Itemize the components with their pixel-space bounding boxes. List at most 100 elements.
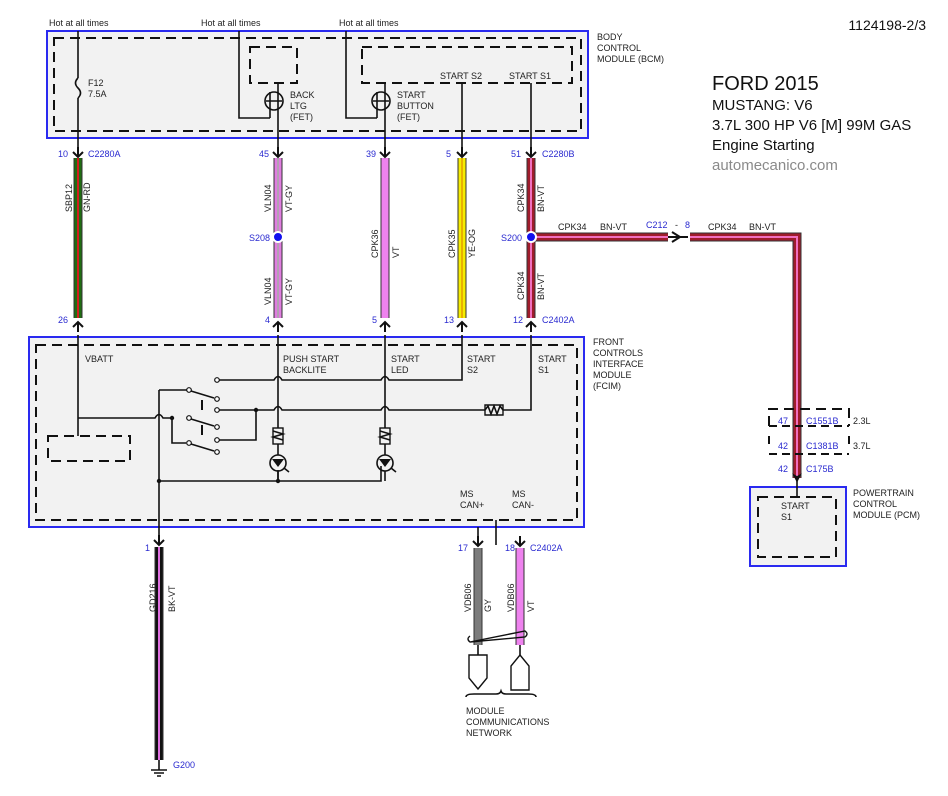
start-led-diode: [379, 459, 391, 467]
connector-arrow-top-w2: [272, 147, 284, 159]
splice-s200-label: S200: [501, 233, 522, 243]
pin-c175b: 42: [778, 464, 788, 474]
hot-label-3: Hot at all times: [339, 18, 399, 28]
start-fet-line1: START: [397, 90, 426, 100]
connector-arrow-top-w3: [379, 147, 391, 159]
pin-w1-bottom: 26: [58, 315, 68, 325]
network-leads: [477, 645, 521, 655]
connector-c2280b: C2280B: [542, 149, 575, 159]
connector-c2280a: C2280A: [88, 149, 121, 159]
pcm-module[interactable]: [749, 486, 847, 567]
back-fet-line3: (FET): [290, 112, 313, 122]
circuit-w3: CPK36: [370, 229, 380, 258]
fcim-start-s1-2: S1: [538, 365, 549, 375]
network-connector-minus-icon: [510, 653, 530, 691]
connector-c175b: C175B: [806, 464, 834, 474]
pcm-pin-line2: S1: [781, 512, 792, 522]
fcim-inner-box: [47, 435, 131, 462]
splice-s208-label: S208: [249, 233, 270, 243]
fcim-name-line1: FRONT: [593, 337, 624, 347]
pin-w3-bottom: 5: [372, 315, 377, 325]
bcm-name-line1: BODY: [597, 32, 623, 42]
pin-c1381b: 42: [778, 441, 788, 451]
fcim-ms-can-minus-1: MS: [512, 489, 526, 499]
colorcode-w1: GN-RD: [82, 182, 92, 212]
fcim-dashed-boundary: [35, 344, 578, 521]
back-fet-line2: LTG: [290, 101, 307, 111]
start-fet-icon: [371, 91, 391, 111]
start-fet-line2: BUTTON: [397, 101, 434, 111]
connector-c2402a-top: C2402A: [542, 315, 575, 325]
pin-w4-top: 5: [446, 149, 451, 159]
fcim-start-led-2: LED: [391, 365, 409, 375]
start-fet-feed-wire: [345, 31, 377, 119]
back-fet-line1: BACK: [290, 90, 315, 100]
circuit-w2-lower: VLN04: [263, 277, 273, 305]
hrun-colorcode-2: BN-VT: [749, 222, 777, 232]
fcim-ms-can-plus-2: CAN+: [460, 500, 484, 510]
bcm-name-line3: MODULE (BCM): [597, 54, 664, 64]
junction-dot: [253, 407, 259, 413]
pin-w2-top: 45: [259, 149, 269, 159]
fcim-module[interactable]: [28, 336, 585, 528]
colorcode-w7: GY: [483, 599, 493, 612]
hrun-circuit-2: CPK34: [708, 222, 737, 232]
ground-bus-wire: [158, 389, 188, 540]
network-label-2: COMMUNICATIONS: [466, 717, 549, 727]
circuit-w1: SBP12: [64, 184, 74, 212]
connector-arrow-bottom-w5: [525, 320, 537, 332]
back-fet-icon: [264, 91, 284, 111]
fcim-push-start-2: BACKLITE: [283, 365, 327, 375]
c1381b-box: [768, 425, 850, 455]
network-brace-icon: [465, 688, 537, 698]
c1551b-box: [768, 408, 850, 426]
pin-w5-bottom: 12: [513, 315, 523, 325]
ground-junction-dot: [156, 478, 162, 484]
bcm-module[interactable]: [46, 30, 589, 139]
circuit-w4: CPK35: [447, 229, 457, 258]
s1-resistor-zigzag: [484, 403, 504, 417]
bcm-start-s1-label: START S1: [509, 71, 551, 81]
colorcode-w6: BK-VT: [167, 585, 177, 612]
doc-model: MUSTANG: V6: [712, 97, 813, 114]
circuit-w2-upper: VLN04: [263, 184, 273, 212]
switch-bridge-wire: [219, 410, 257, 441]
fcim-ms-can-plus-1: MS: [460, 489, 474, 499]
fcim-vbatt: VBATT: [85, 354, 114, 364]
bcm-fet-back-box: [249, 46, 298, 84]
back-fet-feed-wire: [238, 31, 270, 119]
circuit-w7: VDB06: [463, 583, 473, 612]
fcim-name-line5: (FCIM): [593, 381, 621, 391]
vbatt-wire: [77, 335, 186, 444]
circuit-w6: GD216: [148, 583, 158, 612]
hot-label-1: Hot at all times: [49, 18, 109, 28]
pcm-outline: [749, 486, 847, 567]
watermark: automecanico.com: [712, 157, 838, 174]
connector-c2402a-bottom: C2402A: [530, 543, 563, 553]
pin-w5-top: 51: [511, 149, 521, 159]
variant-2-3l: 2.3L: [853, 416, 871, 426]
pin-w1-top: 10: [58, 149, 68, 159]
colorcode-w5-upper: BN-VT: [536, 184, 546, 212]
connector-arrow-bottom-w1: [72, 320, 84, 332]
start-led-leads: [384, 467, 397, 481]
back-fet-terminals: [266, 83, 282, 150]
led-junction-dot: [275, 478, 281, 484]
fcim-start-led-1: START: [391, 354, 420, 364]
fcim-ms-can-minus-2: CAN-: [512, 500, 534, 510]
pin-c1551b: 47: [778, 416, 788, 426]
fcim-start-s2-2: S2: [467, 365, 478, 375]
s1-resistor-icon: [484, 404, 504, 416]
pcm-name-line1: POWERTRAIN: [853, 488, 914, 498]
network-connector-plus-icon: [468, 654, 488, 691]
connector-arrow-bottom-w4: [456, 320, 468, 332]
colorcode-w4: YE-OG: [467, 229, 477, 258]
fcim-outline: [28, 336, 585, 528]
start-fet-line3: (FET): [397, 112, 420, 122]
fcim-name-line2: CONTROLS: [593, 348, 643, 358]
start-switch-icon: [169, 377, 220, 455]
colorcode-w8: VT: [526, 600, 536, 612]
doc-title: FORD 2015: [712, 73, 819, 95]
pcm-connector-variants: [768, 408, 850, 455]
